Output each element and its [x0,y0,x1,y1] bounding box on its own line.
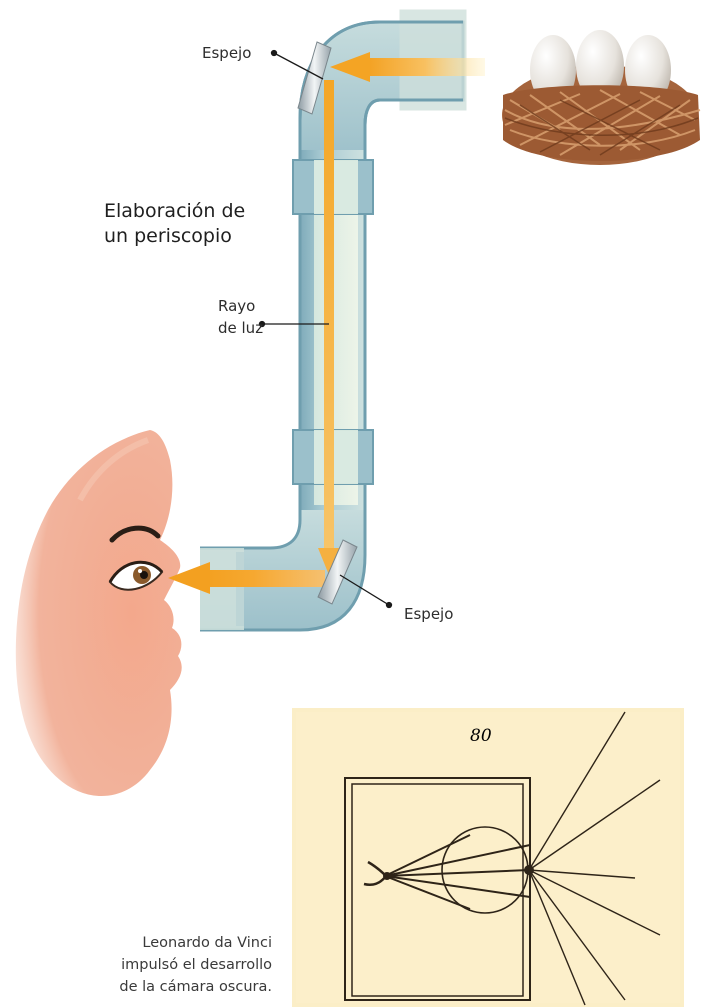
mirror-top-label: Espejo [202,44,251,62]
caption-line3: de la cámara oscura. [119,979,272,995]
face-silhouette [16,430,182,796]
caption-line2: impulsó el desarrollo [121,957,272,973]
bird-nest-image [502,30,700,165]
light-ray [168,52,485,594]
title-line1: Elaboración de [104,200,245,222]
sketch-page-number: 80 [470,726,492,746]
leonardo-sketch: 80 [292,708,684,1007]
ray-label-line2: de luz [218,319,263,337]
title-line2: un periscopio [104,225,232,247]
caption-line1: Leonardo da Vinci [142,935,272,951]
ray-label-line1: Rayo [218,297,255,315]
mirror-bottom-label: Espejo [404,605,453,623]
